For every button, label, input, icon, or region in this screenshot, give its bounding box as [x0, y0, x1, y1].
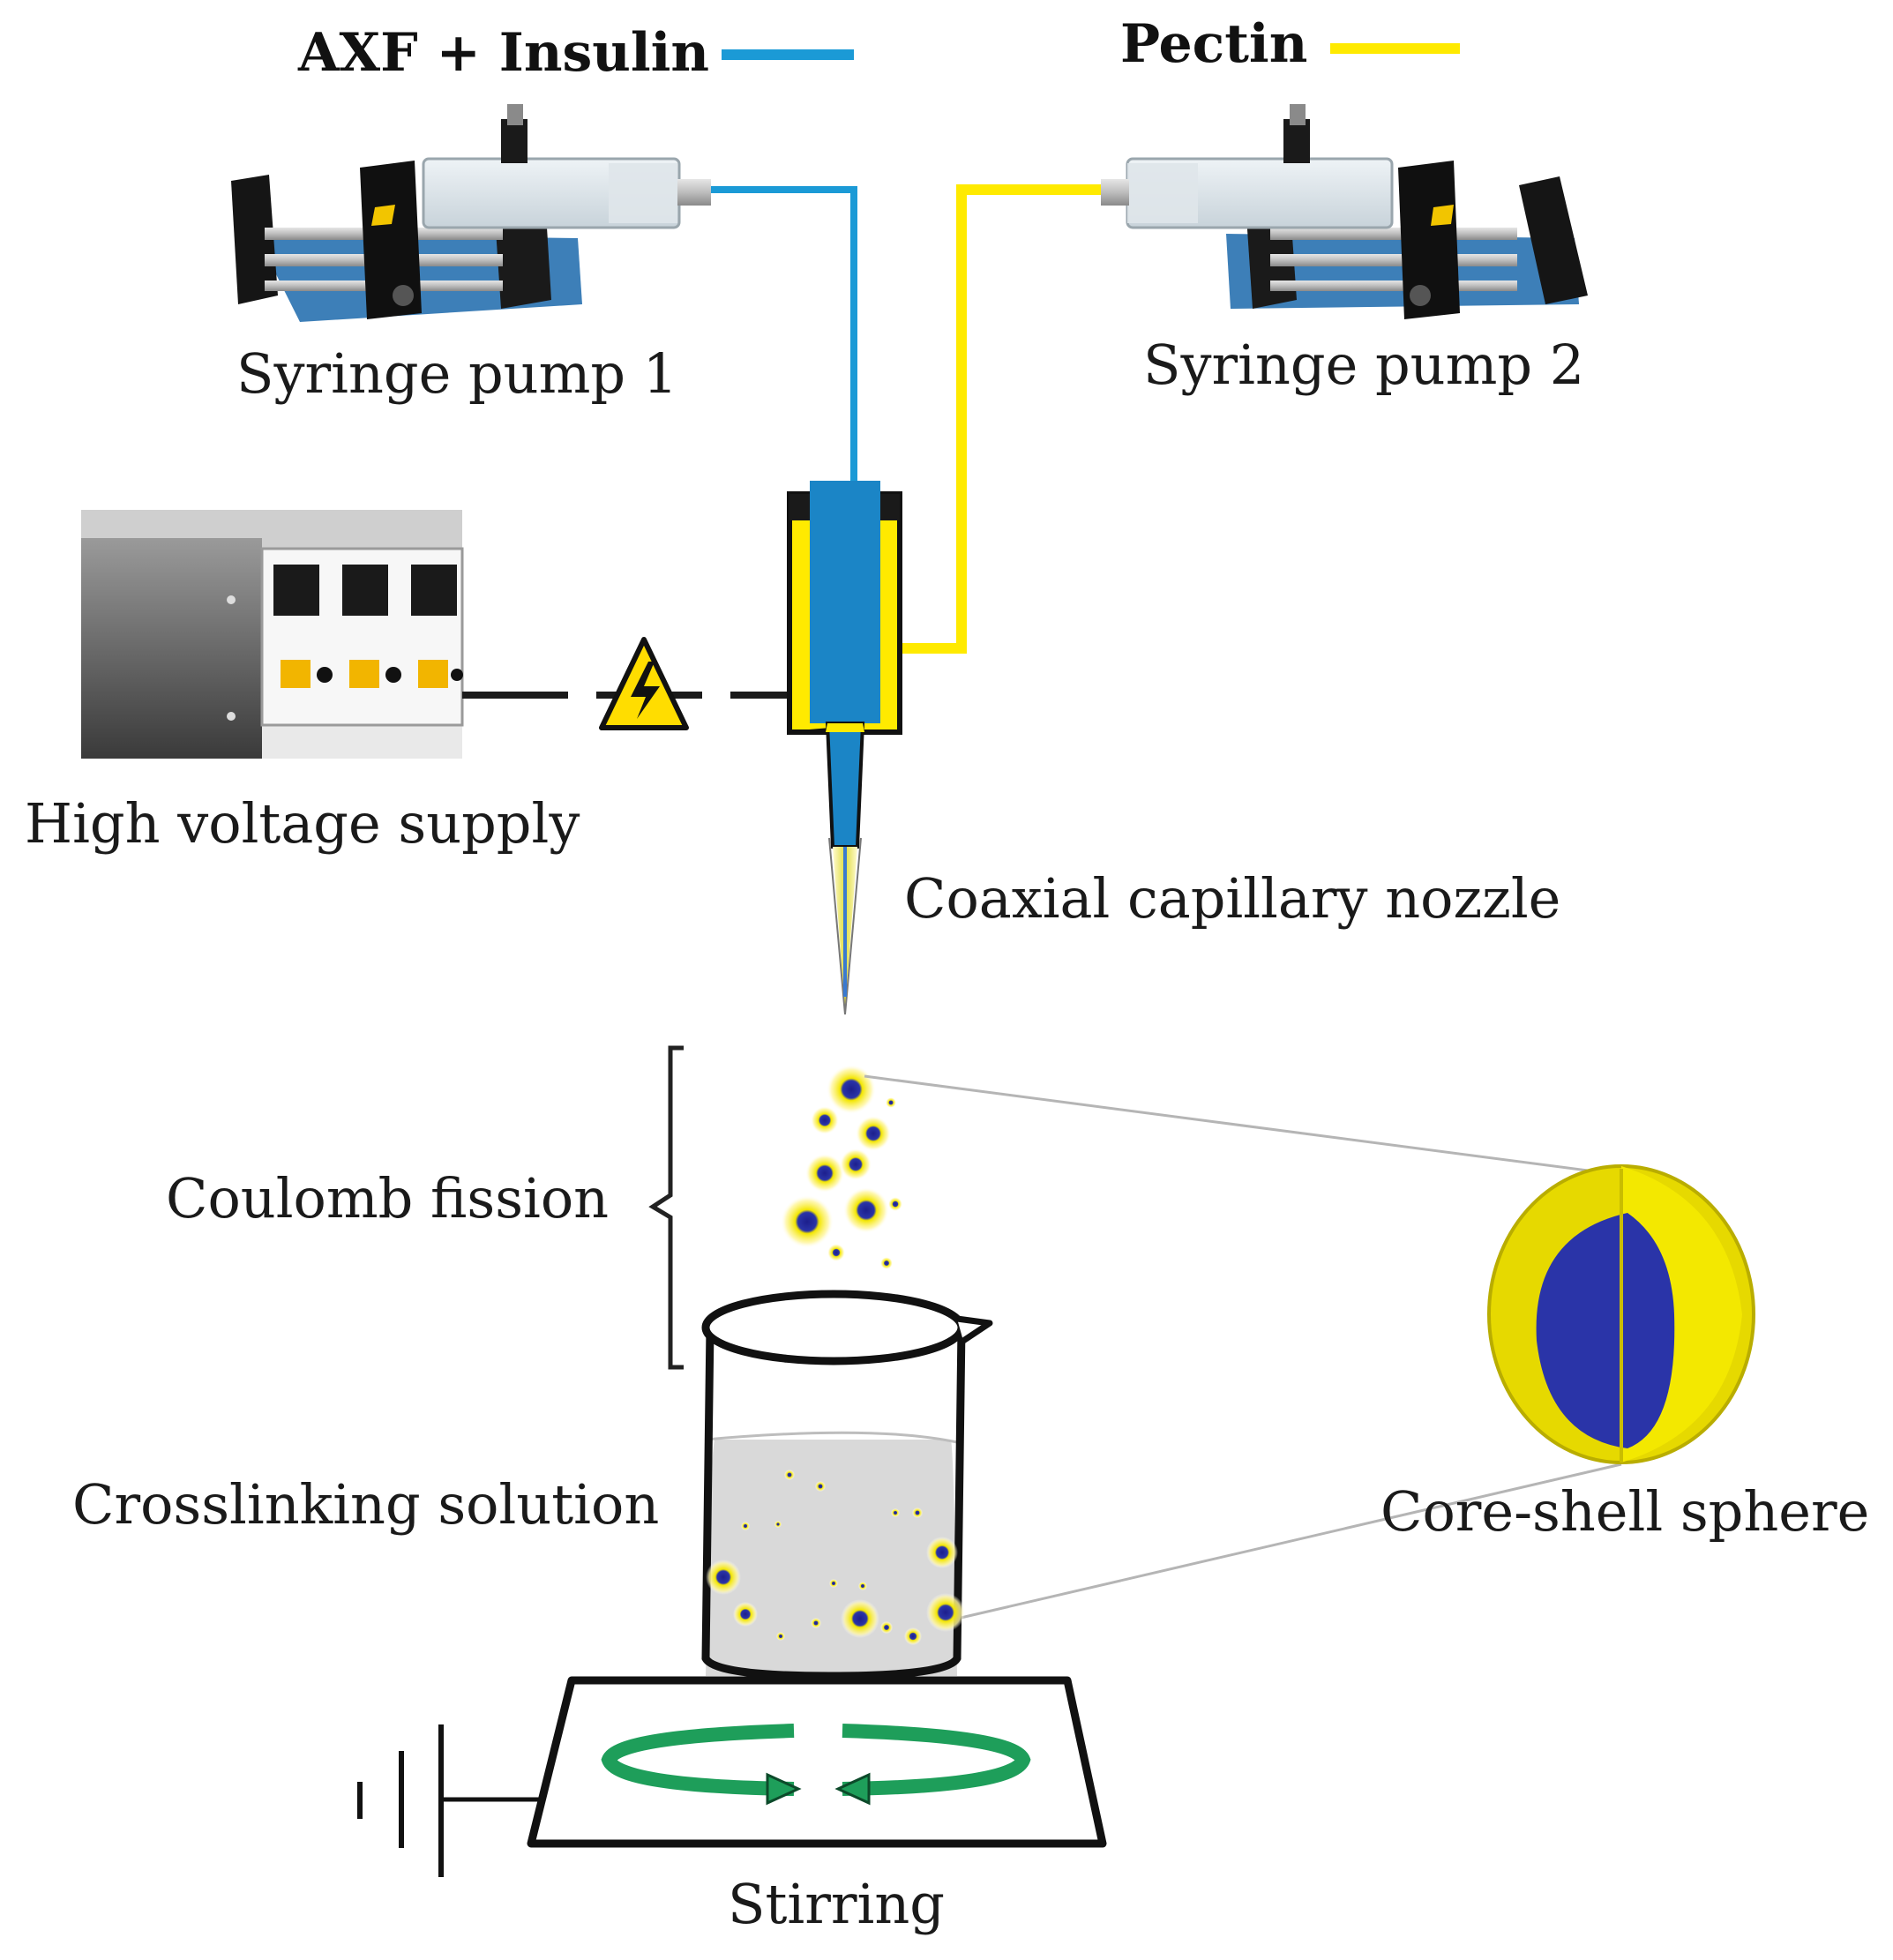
high-voltage-warning-icon — [599, 637, 689, 730]
syringe-pump-2 — [1101, 104, 1588, 319]
high-voltage-supply — [81, 510, 464, 759]
syringe-pump-1 — [231, 104, 711, 322]
coaxial-nozzle — [787, 481, 902, 1015]
legend-shell-label: Pectin — [1120, 13, 1307, 75]
legend-core-label: AXF + Insulin — [297, 22, 709, 84]
beaker — [701, 1290, 993, 1680]
zoom-line-bottom — [956, 1463, 1622, 1620]
solution-label: Crosslinking solution — [72, 1472, 659, 1537]
nozzle-label: Coaxial capillary nozzle — [904, 866, 1560, 931]
legend: AXF + Insulin Pectin — [297, 13, 1460, 84]
pump2-label: Syringe pump 2 — [1143, 333, 1584, 397]
core-tubing — [710, 186, 857, 481]
zoom-line-top — [864, 1074, 1622, 1177]
fission-bracket — [648, 1045, 684, 1370]
fission-label: Coulomb fission — [166, 1166, 609, 1231]
sphere-label: Core-shell sphere — [1380, 1479, 1869, 1544]
hv-supply-label: High voltage supply — [25, 791, 580, 856]
circular-arrows-icon — [601, 1724, 1031, 1806]
ground-symbol-icon — [357, 1724, 540, 1877]
core-shell-sphere — [1487, 1164, 1755, 1464]
shell-tubing — [898, 184, 1101, 654]
stirring-label: Stirring — [728, 1872, 945, 1936]
pump1-label: Syringe pump 1 — [236, 341, 677, 406]
stirring-plate — [527, 1676, 1107, 1848]
